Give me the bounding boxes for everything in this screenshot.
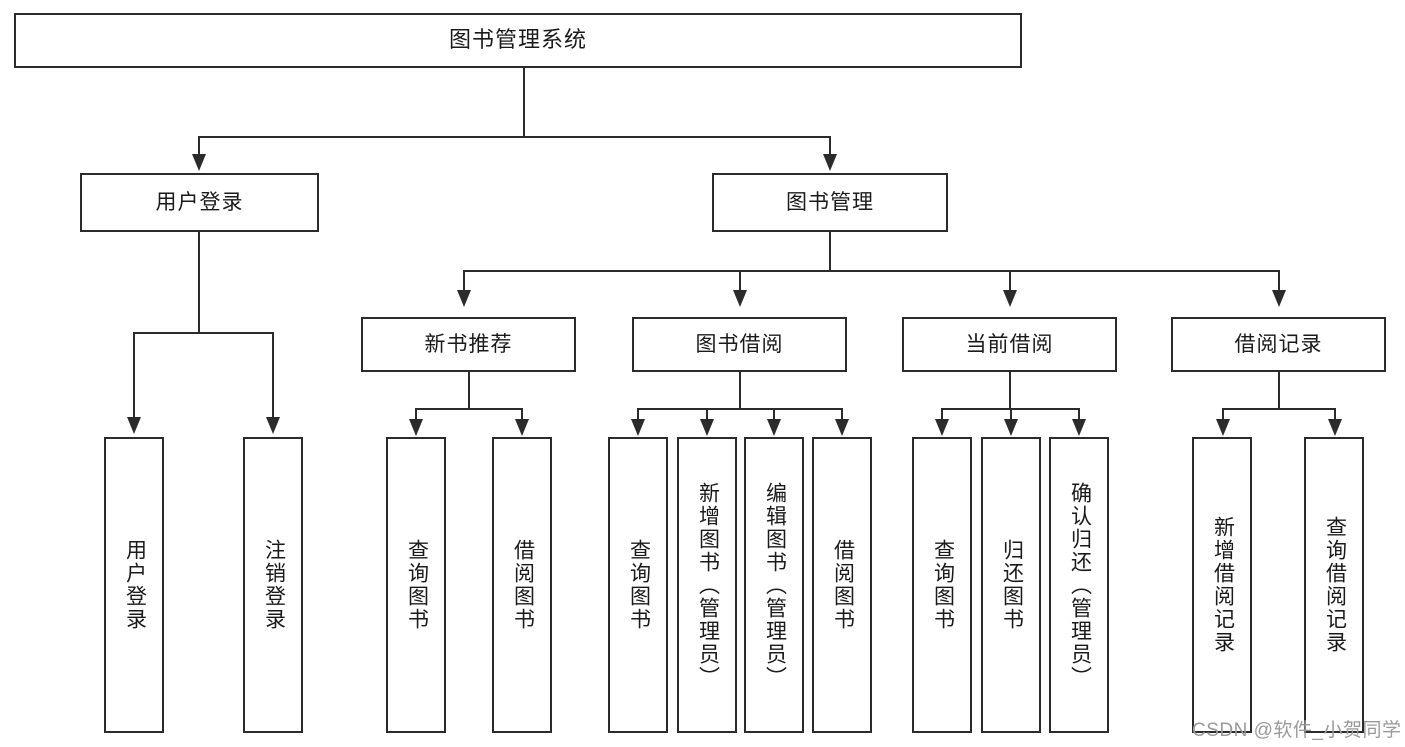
leaf-current-borrow-3[interactable]: 确认归还（管理员）: [1049, 437, 1109, 733]
node-label: 图书借阅: [695, 332, 784, 356]
edge-nbr-leaf2: [521, 408, 523, 422]
edge-cb-leaf1: [941, 408, 943, 422]
node-label: 图书管理: [786, 190, 874, 214]
node-borrow-record[interactable]: 借阅记录: [1171, 317, 1386, 372]
arrow-bb-leaf2: [700, 419, 714, 436]
node-label: 借阅记录: [1234, 332, 1323, 356]
edge-book-manage-bar: [463, 270, 1280, 272]
arrow-root-to-book-manage: [823, 154, 837, 171]
node-label: 新增借阅记录: [1211, 516, 1235, 654]
edge-cb-leaf3: [1078, 408, 1080, 422]
arrow-cb-leaf2: [1004, 419, 1018, 436]
edge-br-bar: [1222, 408, 1336, 410]
leaf-new-book-recommend-2[interactable]: 借阅图书: [492, 437, 552, 733]
node-label: 借阅图书: [511, 539, 535, 631]
arrow-bb-leaf3: [767, 419, 781, 436]
edge-nbr-leaf1: [415, 408, 417, 422]
leaf-user-login-2[interactable]: 注销登录: [243, 437, 303, 733]
edge-root-bar: [198, 136, 831, 138]
node-label: 归还图书: [1000, 539, 1024, 631]
edge-bb-leaf2: [706, 408, 708, 422]
edge-cb-leaf2: [1010, 408, 1012, 422]
edge-to-new-book-recommend: [463, 270, 465, 292]
edge-root-to-user-login: [198, 136, 200, 156]
edge-to-current-borrow: [1009, 270, 1011, 292]
node-book-borrow[interactable]: 图书借阅: [632, 317, 847, 372]
node-new-book-recommend[interactable]: 新书推荐: [361, 317, 576, 372]
leaf-user-login-1[interactable]: 用户登录: [104, 437, 164, 733]
node-label: 借阅图书: [831, 539, 855, 631]
edge-bb-bar: [637, 408, 843, 410]
arrow-nbr-leaf1: [409, 419, 423, 436]
edge-bb-trunk: [739, 372, 741, 409]
node-label: 新增图书（管理员）: [696, 481, 720, 689]
leaf-book-borrow-4[interactable]: 借阅图书: [812, 437, 872, 733]
arrow-br-leaf2: [1328, 419, 1342, 436]
arrow-nbr-leaf2: [515, 419, 529, 436]
arrow-to-borrow-record: [1272, 290, 1286, 307]
leaf-new-book-recommend-1[interactable]: 查询图书: [386, 437, 446, 733]
arrow-br-leaf1: [1216, 419, 1230, 436]
edge-cb-trunk: [1009, 372, 1011, 409]
node-root-system[interactable]: 图书管理系统: [14, 13, 1022, 68]
node-book-management[interactable]: 图书管理: [712, 173, 948, 232]
node-label: 查询图书: [405, 539, 429, 631]
arrow-root-to-user-login: [192, 154, 206, 171]
node-label: 当前借阅: [965, 332, 1054, 356]
edge-br-leaf1: [1222, 408, 1224, 422]
arrow-to-book-borrow: [733, 290, 747, 307]
edge-bb-leaf3: [773, 408, 775, 422]
arrow-to-current-borrow: [1003, 290, 1017, 307]
leaf-borrow-record-2[interactable]: 查询借阅记录: [1304, 437, 1364, 733]
node-label: 图书管理系统: [448, 27, 587, 53]
arrow-user-login-leaf2: [266, 417, 280, 434]
arrow-to-new-book-recommend: [457, 290, 471, 307]
leaf-current-borrow-1[interactable]: 查询图书: [912, 437, 972, 733]
edge-to-book-borrow: [739, 270, 741, 292]
leaf-borrow-record-1[interactable]: 新增借阅记录: [1192, 437, 1252, 733]
edge-user-login-bar: [133, 332, 274, 334]
leaf-book-borrow-2[interactable]: 新增图书（管理员）: [677, 437, 737, 733]
node-label: 编辑图书（管理员）: [763, 481, 787, 689]
edge-root-to-book-manage: [829, 136, 831, 156]
edge-nbr-trunk: [468, 372, 470, 409]
leaf-book-borrow-1[interactable]: 查询图书: [608, 437, 668, 733]
edge-to-borrow-record: [1278, 270, 1280, 292]
edge-nbr-bar: [415, 408, 523, 410]
node-label: 查询借阅记录: [1323, 516, 1347, 654]
node-current-borrow[interactable]: 当前借阅: [902, 317, 1117, 372]
arrow-bb-leaf4: [835, 419, 849, 436]
node-label: 用户登录: [123, 539, 147, 631]
node-label: 用户登录: [155, 190, 244, 214]
leaf-book-borrow-3[interactable]: 编辑图书（管理员）: [744, 437, 804, 733]
edge-root-trunk: [523, 68, 525, 137]
node-label: 注销登录: [262, 539, 286, 631]
edge-user-login-leaf1: [133, 332, 135, 419]
arrow-cb-leaf1: [935, 419, 949, 436]
node-label: 新书推荐: [424, 332, 513, 356]
edge-user-login-trunk: [198, 232, 200, 333]
watermark-text: CSDN @软件_小贺同学: [1192, 720, 1402, 741]
arrow-user-login-leaf1: [127, 417, 141, 434]
leaf-current-borrow-2[interactable]: 归还图书: [981, 437, 1041, 733]
node-label: 确认归还（管理员）: [1068, 481, 1092, 689]
edge-user-login-leaf2: [272, 332, 274, 419]
edge-br-trunk: [1278, 372, 1280, 409]
edge-bb-leaf4: [841, 408, 843, 422]
arrow-bb-leaf1: [631, 419, 645, 436]
edge-book-manage-trunk: [829, 232, 831, 271]
edge-br-leaf2: [1334, 408, 1336, 422]
node-label: 查询图书: [627, 539, 651, 631]
arrow-cb-leaf3: [1072, 419, 1086, 436]
edge-bb-leaf1: [637, 408, 639, 422]
node-label: 查询图书: [931, 539, 955, 631]
node-user-login[interactable]: 用户登录: [80, 173, 319, 232]
